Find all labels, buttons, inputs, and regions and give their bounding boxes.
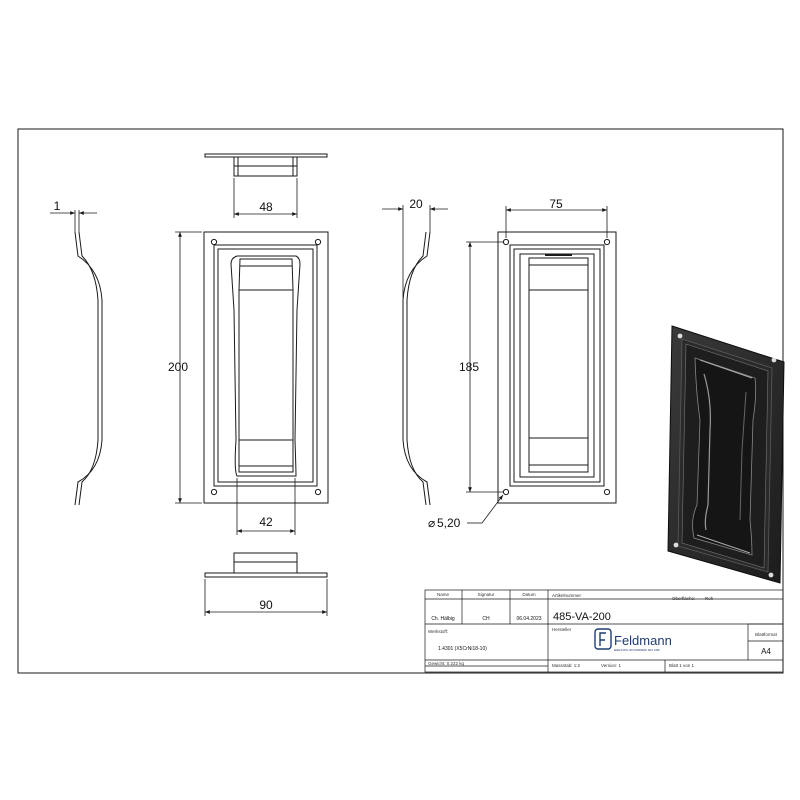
- dim-hole-diameter: ⌀ 5,20: [428, 494, 504, 530]
- mount-hole: [603, 238, 611, 246]
- product-render: [667, 325, 785, 584]
- rear-view-holes: [502, 238, 611, 496]
- tb-person-name: Ch. Hälbig: [431, 616, 455, 622]
- dim-48: 48: [233, 178, 298, 218]
- drawing-border: [17, 128, 784, 674]
- tb-material-label: Werkstoff:: [428, 629, 448, 634]
- mount-hole: [314, 238, 322, 246]
- tb-header-signature: Signatur: [478, 592, 495, 597]
- mount-hole: [210, 238, 218, 246]
- tb-manufacturer-label: Hersteller: [552, 627, 572, 632]
- dim-90: 90: [204, 579, 328, 616]
- render-hole: [771, 357, 777, 363]
- tb-company-tagline: EDELSTAHL IM HANDWERK SEIT 1968: [614, 649, 660, 652]
- dim-text-200: 200: [168, 360, 188, 374]
- tb-person-date: 06.04.2023: [516, 616, 541, 622]
- left-side-profile: [74, 231, 103, 506]
- rear-view: [497, 231, 617, 504]
- bottom-edge-view: [204, 552, 328, 578]
- front-view: [203, 231, 329, 504]
- render-hole: [677, 333, 683, 339]
- dim-1: 1: [50, 199, 97, 232]
- tb-surface-label: Oberfläche:: [672, 596, 695, 601]
- dim-75: 75: [505, 197, 608, 238]
- tb-scale: Massstab: 1:2: [552, 663, 581, 668]
- tb-weight: Gewicht: 0.222 kg: [428, 661, 465, 666]
- mount-hole: [603, 488, 611, 496]
- mount-hole: [210, 488, 218, 496]
- dim-text-48: 48: [259, 200, 273, 214]
- right-side-profile: [402, 231, 431, 506]
- dim-text-diameter: 5,20: [437, 516, 461, 530]
- tb-format-value: A4: [761, 647, 771, 656]
- tb-material-value: 1.4301 (X5CrNi18-10): [438, 646, 487, 652]
- tb-article-number: 485-VA-200: [553, 611, 611, 623]
- dim-text-diameter-symbol: ⌀: [428, 516, 435, 530]
- tb-sheet: Blatt 1 von 1: [669, 663, 695, 668]
- mount-hole: [502, 238, 510, 246]
- tb-format-label: Blattformat: [755, 632, 778, 637]
- mount-hole: [314, 488, 322, 496]
- render-hole: [673, 542, 679, 548]
- tb-article-label: Artikelnummer: [552, 593, 582, 598]
- tb-person-signature: CH: [482, 616, 490, 622]
- tb-version: Version: 1: [601, 663, 622, 668]
- mount-hole: [502, 488, 510, 496]
- dim-text-20: 20: [409, 197, 423, 211]
- dim-text-90: 90: [259, 598, 273, 612]
- feldmann-logo-icon: [594, 628, 612, 650]
- tb-surface-value: Roh: [705, 596, 714, 601]
- front-view-holes: [210, 238, 322, 496]
- tb-company-name: Feldmann: [614, 633, 672, 648]
- dim-text-185: 185: [459, 360, 479, 374]
- dim-42: 42: [236, 478, 296, 535]
- dim-200: 200: [168, 231, 202, 504]
- top-edge-view: [204, 153, 328, 177]
- dim-text-42: 42: [259, 515, 273, 529]
- tb-header-date: Datum: [522, 592, 536, 597]
- title-block: [424, 589, 784, 673]
- render-hole: [768, 572, 774, 578]
- dim-20: 20: [382, 197, 448, 298]
- dim-185: 185: [459, 241, 503, 493]
- dim-text-75: 75: [549, 197, 563, 211]
- tb-header-name: Name: [437, 592, 450, 597]
- dim-text-1: 1: [54, 199, 61, 213]
